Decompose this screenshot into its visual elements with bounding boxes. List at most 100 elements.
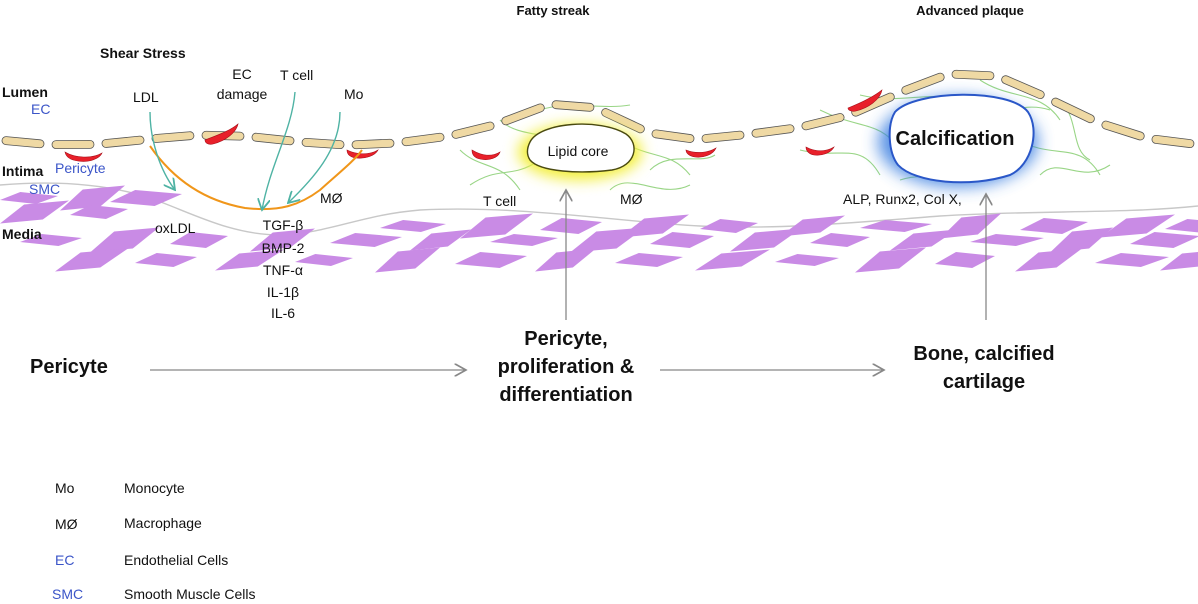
smooth-muscle-cells <box>0 185 1198 273</box>
calcification-core <box>888 93 1035 184</box>
progression-step-proliferation-line2: proliferation & <box>497 356 635 378</box>
smooth-muscle-cell <box>1020 218 1088 234</box>
smooth-muscle-cell <box>0 192 58 204</box>
cytokine-label: TGF-β <box>262 217 304 233</box>
smooth-muscle-cell <box>135 253 197 267</box>
layer-label-smc: SMC <box>29 181 61 197</box>
smooth-muscle-cell <box>780 215 845 237</box>
smooth-muscle-cell <box>700 219 758 233</box>
smooth-muscle-cell <box>540 218 602 234</box>
pericyte-label: Pericyte <box>55 160 106 176</box>
smooth-muscle-cell <box>970 234 1044 246</box>
infiltration-arrows <box>149 91 341 210</box>
smooth-muscle-cell <box>170 232 228 248</box>
layer-label-intima: Intima <box>2 163 44 179</box>
pericyte-cell <box>471 149 501 160</box>
smooth-muscle-cell <box>695 249 770 271</box>
stage-title-fatty-streak: Fatty streak <box>516 3 590 18</box>
endothelial-cell <box>1151 134 1195 149</box>
smooth-muscle-cell <box>860 220 932 232</box>
cytokine-label: IL-1β <box>266 284 300 300</box>
endothelial-cell <box>751 124 795 138</box>
smooth-muscle-cell <box>330 233 402 247</box>
smooth-muscle-cell <box>295 254 353 266</box>
legend-abbr-mo: Mo <box>55 480 75 496</box>
smooth-muscle-cell <box>1095 253 1169 267</box>
smooth-muscle-cell <box>215 249 284 271</box>
progression-step-proliferation-line3: differentiation <box>499 384 633 406</box>
endothelial-cell <box>301 137 345 150</box>
cytokine-label: IL-6 <box>270 305 296 321</box>
pericytes <box>64 89 883 162</box>
layer-label-lumen: Lumen <box>2 84 48 100</box>
lipid-core-label: Lipid core <box>547 143 609 159</box>
smooth-muscle-cell <box>1100 214 1175 238</box>
ec-damage-label-line1: EC <box>232 66 252 82</box>
endothelial-cell <box>151 131 195 143</box>
smooth-muscle-cell <box>490 234 558 246</box>
legend-abbr-macrophage: MØ <box>55 516 78 532</box>
calcification-label: Calcification <box>895 128 1015 150</box>
t-cell-arrow <box>262 91 296 210</box>
stage-title-advanced-plaque: Advanced plaque <box>916 3 1024 18</box>
smooth-muscle-cell <box>615 253 683 267</box>
progression-step-proliferation-line1: Pericyte, <box>524 328 608 350</box>
t-cell-label: T cell <box>280 67 314 83</box>
endothelial-cell <box>1101 120 1145 141</box>
macrophage-label: MØ <box>320 190 343 206</box>
smooth-muscle-cell <box>460 213 533 239</box>
smooth-muscle-cell <box>810 233 870 247</box>
pericyte-cell <box>805 146 835 156</box>
shear-stress-label: Shear Stress <box>100 45 186 61</box>
fatty-streak-t-cell-label: T cell <box>483 193 517 209</box>
smooth-muscle-cell <box>620 214 689 238</box>
pericyte-cell <box>204 123 239 145</box>
lipid-core <box>526 123 635 173</box>
osteogenic-markers-label: ALP, Runx2, Col X, <box>843 191 962 207</box>
smooth-muscle-cell <box>380 220 446 232</box>
smooth-muscle-cell <box>110 190 182 206</box>
smooth-muscle-cell <box>1130 232 1198 248</box>
endothelial-cell <box>251 132 295 146</box>
layer-label-media: Media <box>2 226 42 242</box>
legend-full-smc: Smooth Muscle Cells <box>124 586 256 602</box>
endothelial-cell <box>801 113 845 131</box>
smooth-muscle-cell <box>1050 227 1113 253</box>
smooth-muscle-cell <box>0 200 69 224</box>
endothelial-cells <box>1 69 1195 150</box>
smooth-muscle-cell <box>1160 251 1198 271</box>
endothelial-cell <box>401 132 445 147</box>
progression-step-bone-line2: cartilage <box>942 371 1026 393</box>
legend-full-mo: Monocyte <box>124 480 185 496</box>
endothelial-cell <box>1 136 45 149</box>
smooth-muscle-cell <box>940 213 1001 239</box>
pericyte-cell <box>346 149 379 159</box>
progression-step-pericyte: Pericyte <box>30 356 108 378</box>
endothelial-cell <box>601 108 645 134</box>
legend-full-macrophage: Macrophage <box>124 515 202 531</box>
smooth-muscle-cell <box>20 234 82 246</box>
smooth-muscle-cell <box>55 248 128 272</box>
endothelial-cell <box>651 129 695 143</box>
layer-label-ec: EC <box>31 101 51 117</box>
oxldl-label: oxLDL <box>155 220 196 236</box>
smooth-muscle-cell <box>375 247 440 273</box>
ldl-label: LDL <box>133 89 159 105</box>
endothelial-cell <box>351 138 395 150</box>
smooth-muscle-cell <box>455 252 527 268</box>
legend-full-ec: Endothelial Cells <box>124 552 229 568</box>
endothelial-cell <box>501 103 545 126</box>
smooth-muscle-cell <box>250 228 315 252</box>
smooth-muscle-cell <box>935 252 995 268</box>
smooth-muscle-cell <box>60 185 125 211</box>
ldl-arrow <box>149 111 175 190</box>
pericyte-cell <box>847 89 883 112</box>
pericyte-cell <box>685 147 717 158</box>
endothelial-cell <box>451 121 495 139</box>
legend-abbr-smc: SMC <box>52 586 84 602</box>
smooth-muscle-cell <box>1165 219 1198 233</box>
smooth-muscle-cell <box>1015 248 1082 272</box>
endothelial-cell <box>701 130 745 143</box>
endothelial-cell <box>551 100 595 112</box>
